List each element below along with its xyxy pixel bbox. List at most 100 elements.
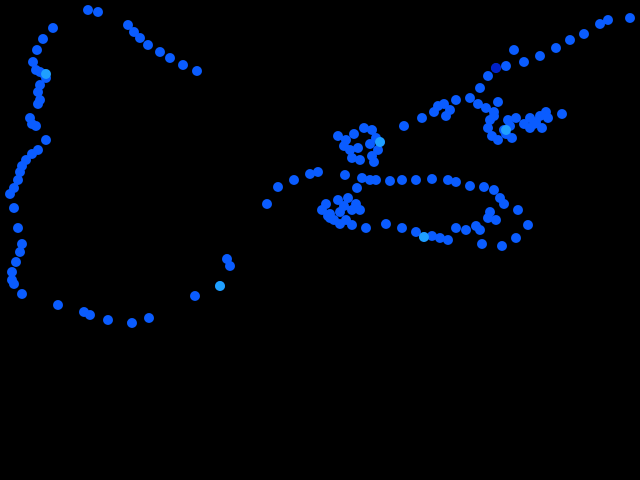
left-loop-top-stroke — [83, 5, 202, 76]
upper-right-line-stroke — [399, 13, 635, 131]
trace-dot — [497, 241, 507, 251]
trace-dot — [143, 40, 153, 50]
trace-dot — [355, 155, 365, 165]
trace-dot — [53, 300, 63, 310]
trace-dot — [493, 135, 503, 145]
trace-dot — [359, 123, 369, 133]
trace-dot — [441, 111, 451, 121]
trace-dot — [471, 221, 481, 231]
trace-dot — [17, 289, 27, 299]
trace-dot — [28, 57, 38, 67]
trace-dot — [178, 60, 188, 70]
trace-dot — [451, 177, 461, 187]
trace-dot — [38, 34, 48, 44]
trace-dot — [313, 167, 323, 177]
trace-dot — [483, 213, 493, 223]
trace-dot — [511, 113, 521, 123]
trace-dot — [103, 315, 113, 325]
highlight-dot — [215, 281, 225, 291]
trace-dot — [262, 199, 272, 209]
trace-dot — [123, 20, 133, 30]
trace-dot — [165, 53, 175, 63]
trace-dot — [127, 318, 137, 328]
trace-dot — [7, 267, 17, 277]
trace-dot — [83, 5, 93, 15]
trace-dot — [451, 223, 461, 233]
right-cluster-stroke — [473, 97, 567, 145]
trace-dot — [543, 113, 553, 123]
trace-dot — [443, 175, 453, 185]
trace-dot — [435, 233, 445, 243]
trace-dot — [15, 247, 25, 257]
highlight-dot — [501, 125, 511, 135]
trace-dot — [493, 97, 503, 107]
trace-dot — [323, 211, 333, 221]
trace-dot — [397, 223, 407, 233]
trace-dot — [15, 167, 25, 177]
trace-dot — [17, 239, 27, 249]
trace-dot — [537, 123, 547, 133]
trace-dot — [411, 175, 421, 185]
trace-dot — [473, 99, 483, 109]
trace-dot — [443, 235, 453, 245]
trace-dot — [503, 115, 513, 125]
trace-dot — [355, 205, 365, 215]
trace-dot — [525, 113, 535, 123]
trace-dot — [32, 45, 42, 55]
trace-dot — [365, 139, 375, 149]
trace-dot — [155, 47, 165, 57]
dot-trace-group — [5, 5, 635, 328]
trace-dot — [144, 313, 154, 323]
trace-dot — [93, 7, 103, 17]
trace-dot — [41, 135, 51, 145]
trace-dot — [321, 199, 331, 209]
mid-cluster-stroke — [333, 123, 385, 167]
trace-dot — [135, 33, 145, 43]
trace-dot — [361, 223, 371, 233]
trace-dot — [501, 61, 511, 71]
highlight-dot — [419, 232, 429, 242]
trace-dot — [479, 182, 489, 192]
trace-dot — [33, 87, 43, 97]
trace-dot — [333, 195, 343, 205]
trace-dot — [13, 175, 23, 185]
trace-dot — [397, 175, 407, 185]
trace-dot — [557, 109, 567, 119]
trace-dot — [483, 123, 493, 133]
trace-dot — [475, 83, 485, 93]
trace-dot — [33, 99, 43, 109]
connector-arc-stroke — [262, 167, 533, 251]
trace-dot — [417, 113, 427, 123]
trace-dot — [11, 257, 21, 267]
trace-dot — [48, 23, 58, 33]
trace-dot — [565, 35, 575, 45]
trace-dot — [399, 121, 409, 131]
trace-dot — [340, 170, 350, 180]
trace-dot — [489, 185, 499, 195]
trace-dot — [461, 225, 471, 235]
trace-dot — [367, 125, 377, 135]
trace-dot — [465, 181, 475, 191]
trace-dot — [31, 121, 41, 131]
trace-dot — [509, 45, 519, 55]
trace-dot — [353, 143, 363, 153]
trace-dot — [347, 153, 357, 163]
trace-dot — [5, 189, 15, 199]
trace-dot — [481, 103, 491, 113]
trace-dot — [595, 19, 605, 29]
trace-dot — [273, 182, 283, 192]
trace-dot — [451, 95, 461, 105]
highlight-dot — [41, 69, 51, 79]
trace-dot — [465, 93, 475, 103]
trace-dot — [385, 176, 395, 186]
left-loop-left-stroke — [5, 23, 58, 299]
highlight-dot — [375, 137, 385, 147]
ellipse-cluster-stroke — [317, 193, 501, 225]
trace-dot — [289, 175, 299, 185]
trace-dot — [13, 223, 23, 233]
trace-dot — [345, 145, 355, 155]
trace-dot — [9, 279, 19, 289]
trace-dot — [343, 193, 353, 203]
trace-dot — [477, 239, 487, 249]
